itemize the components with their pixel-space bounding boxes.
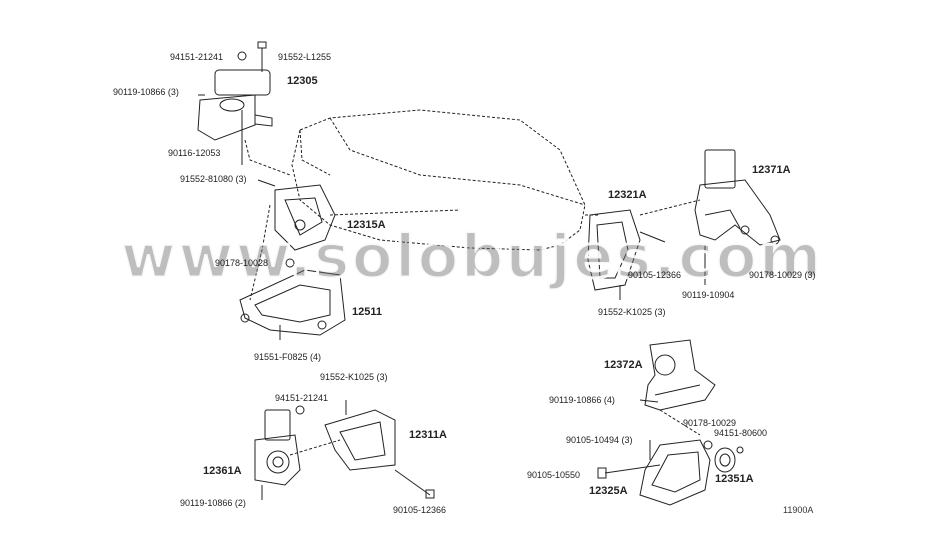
label-90178-10028: 90178-10028 <box>215 258 269 268</box>
label-12372a: 12372A <box>604 359 643 371</box>
label-12305: 12305 <box>287 75 318 87</box>
part-12311A <box>324 400 435 499</box>
label-12351a: 12351A <box>715 473 754 485</box>
engine-outline <box>291 109 586 251</box>
label-12371a: 12371A <box>752 164 791 176</box>
label-12361a: 12361A <box>203 465 242 477</box>
part-12361A <box>254 405 305 500</box>
label-90105-10550: 90105-10550 <box>527 470 581 480</box>
label-90105-12366-bottom: 90105-12366 <box>393 505 447 515</box>
label-12321a: 12321A <box>608 189 647 201</box>
label-90178-10029-3: 90178-10029 (3) <box>749 270 816 280</box>
label-90178-10029: 90178-10029 <box>683 418 737 428</box>
label-90119-10866-2: 90119-10866 (2) <box>180 498 246 508</box>
part-12315A <box>257 179 336 268</box>
label-91552-l1255: 91552-L1255 <box>278 52 332 62</box>
label-90119-10866-4: 90119-10866 (4) <box>549 395 615 405</box>
part-12511 <box>239 269 346 340</box>
part-12372A <box>639 339 716 411</box>
label-91552-81080-3: 91552-81080 (3) <box>180 174 247 184</box>
part-12321A <box>587 209 666 300</box>
label-94151-21241-bottom: 94151-21241 <box>275 393 329 403</box>
drawing-code: 11900A <box>783 505 814 515</box>
label-12325a: 12325A <box>589 485 628 497</box>
label-90119-10904: 90119-10904 <box>682 290 735 300</box>
label-12311a: 12311A <box>409 429 447 441</box>
label-91552-k1025-3-bottom: 91552-K1025 (3) <box>320 372 388 382</box>
part-12325A <box>597 439 713 506</box>
label-90116-12053: 90116-12053 <box>168 148 221 158</box>
label-12511: 12511 <box>352 306 382 318</box>
label-94151-80600: 94151-80600 <box>714 428 768 438</box>
label-94151-21241-top: 94151-21241 <box>170 52 224 62</box>
label-12315a: 12315A <box>347 219 386 231</box>
label-90105-12366-right: 90105-12366 <box>628 270 682 280</box>
part-12351A <box>714 446 744 473</box>
label-91551-f0825-4: 91551-F0825 (4) <box>254 352 322 362</box>
part-12371A <box>694 149 781 285</box>
label-90119-10866-3: 90119-10866 (3) <box>113 87 179 97</box>
part-12305 <box>197 41 273 165</box>
label-90105-10494-3: 90105-10494 (3) <box>566 435 633 445</box>
label-91552-k1025-3-right: 91552-K1025 (3) <box>598 307 666 317</box>
